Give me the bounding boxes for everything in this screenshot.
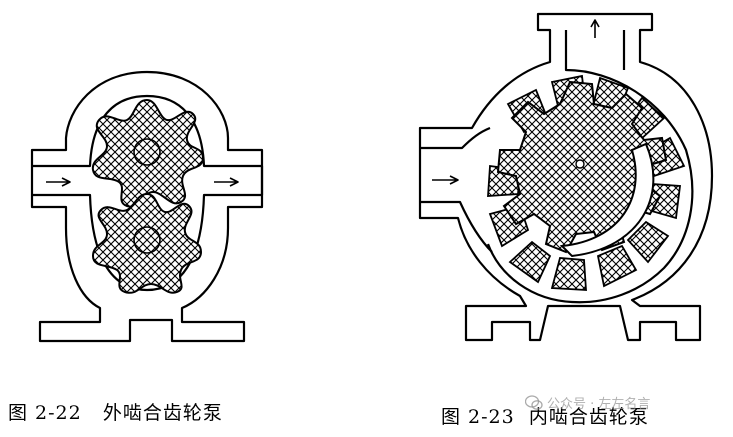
lower-gear [91, 192, 203, 294]
figure-title: 内啮合齿轮泵 [528, 406, 649, 428]
inner-casing [486, 30, 694, 304]
upper-gear [91, 98, 205, 208]
rotor-gear [496, 80, 668, 254]
crescent-separator [559, 142, 655, 258]
external-gear-pump [30, 70, 264, 343]
outlet-arrow-icon [590, 19, 600, 38]
internal-gear-pump [418, 12, 714, 342]
figure-title: 外啮合齿轮泵 [102, 402, 223, 424]
watermark: 公众号 · 左左名言 [525, 393, 650, 412]
inlet-arrow-icon [432, 175, 459, 185]
watermark-text: 公众号 · 左左名言 [547, 397, 651, 412]
inlet-arrow-icon [46, 177, 71, 187]
figure-caption-external: 图 2-22 外啮合齿轮泵 [8, 398, 223, 425]
figure-number: 图 2-23 [441, 406, 515, 428]
wechat-icon [525, 394, 543, 410]
figure-number: 图 2-22 [8, 402, 82, 424]
pump-casing-outer [30, 70, 264, 343]
pump-chamber [32, 94, 264, 292]
outlet-arrow-icon [214, 177, 239, 187]
inlet-channel [420, 126, 493, 253]
outlet-neck [418, 12, 714, 342]
figure-caption-internal: 图 2-23 内啮合齿轮泵 [441, 402, 649, 429]
